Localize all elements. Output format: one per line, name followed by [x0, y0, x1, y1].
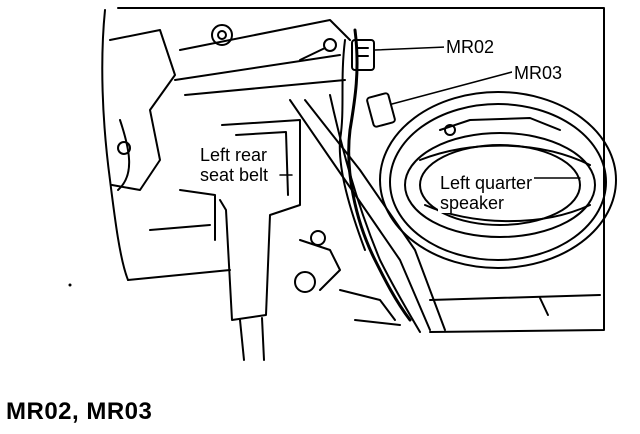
label-speaker: Left quarter speaker: [438, 173, 535, 213]
mr02-leader: [374, 46, 447, 51]
label-mr03: MR03: [512, 63, 565, 83]
label-mr02: MR02: [444, 37, 497, 57]
pillar-clip: [117, 141, 131, 155]
mr03-connector: [366, 92, 396, 128]
seat-belt-line2: seat belt: [200, 165, 269, 185]
body-left-edge: [101, 9, 129, 281]
speaker-line2: speaker: [440, 193, 505, 213]
seat-belt-line1: Left rear: [200, 145, 268, 165]
mr02-connector: [351, 39, 375, 71]
wiring-harness: [347, 28, 412, 322]
speaker-outer: [379, 91, 617, 269]
figure-caption: MR02, MR03: [6, 398, 153, 425]
lower-connector: [294, 271, 316, 293]
speaker-cone: [404, 132, 596, 238]
rear-deck-channel: [289, 99, 431, 331]
mr03-leader: [391, 71, 513, 105]
stray-dot: [68, 283, 72, 287]
label-seat-belt: Left rear seat belt: [198, 145, 271, 185]
left-pillar: [109, 29, 176, 191]
top-bolt: [211, 24, 233, 46]
seat-belt-body: [219, 119, 301, 321]
speaker-line1: Left quarter: [440, 173, 533, 193]
